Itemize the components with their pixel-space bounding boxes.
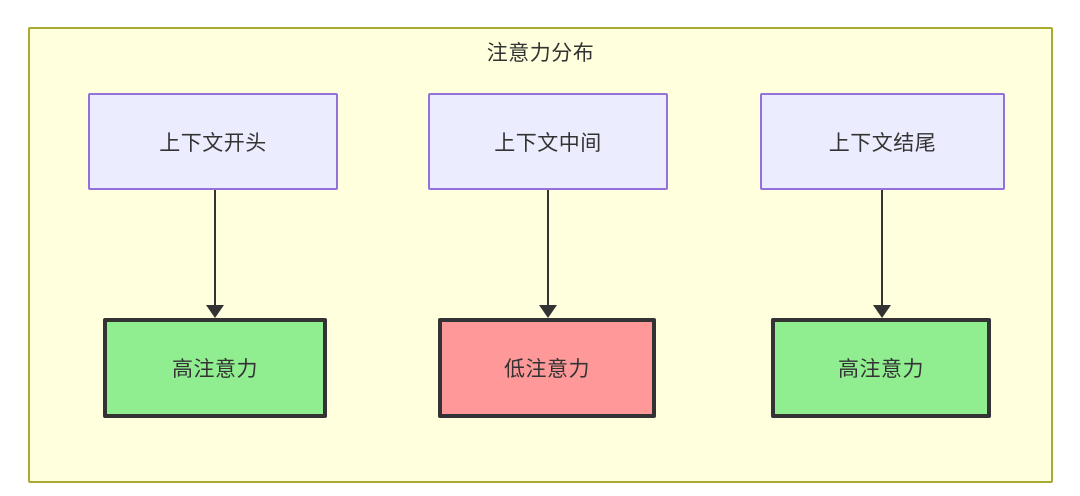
edge-context-start-to-high-attention <box>214 190 216 307</box>
node-attention-low-middle[interactable]: 低注意力 <box>438 318 656 418</box>
node-attention-high-right-label: 高注意力 <box>838 358 924 381</box>
arrowhead-down-icon <box>873 305 891 318</box>
subgraph-title: 注意力分布 <box>486 42 595 65</box>
node-context-middle[interactable]: 上下文中间 <box>428 93 668 190</box>
node-context-end[interactable]: 上下文结尾 <box>760 93 1005 190</box>
node-attention-high-left-label: 高注意力 <box>172 358 258 381</box>
node-context-start[interactable]: 上下文开头 <box>88 93 338 190</box>
edge-context-end-to-high-attention <box>881 190 883 307</box>
node-attention-high-right[interactable]: 高注意力 <box>771 318 991 418</box>
node-context-middle-label: 上下文中间 <box>494 131 602 155</box>
node-context-start-label: 上下文开头 <box>159 131 267 155</box>
node-attention-high-left[interactable]: 高注意力 <box>103 318 327 418</box>
arrowhead-down-icon <box>539 305 557 318</box>
node-attention-low-middle-label: 低注意力 <box>504 358 590 381</box>
edge-context-middle-to-low-attention <box>547 190 549 307</box>
node-context-end-label: 上下文结尾 <box>828 131 937 155</box>
arrowhead-down-icon <box>206 305 224 318</box>
